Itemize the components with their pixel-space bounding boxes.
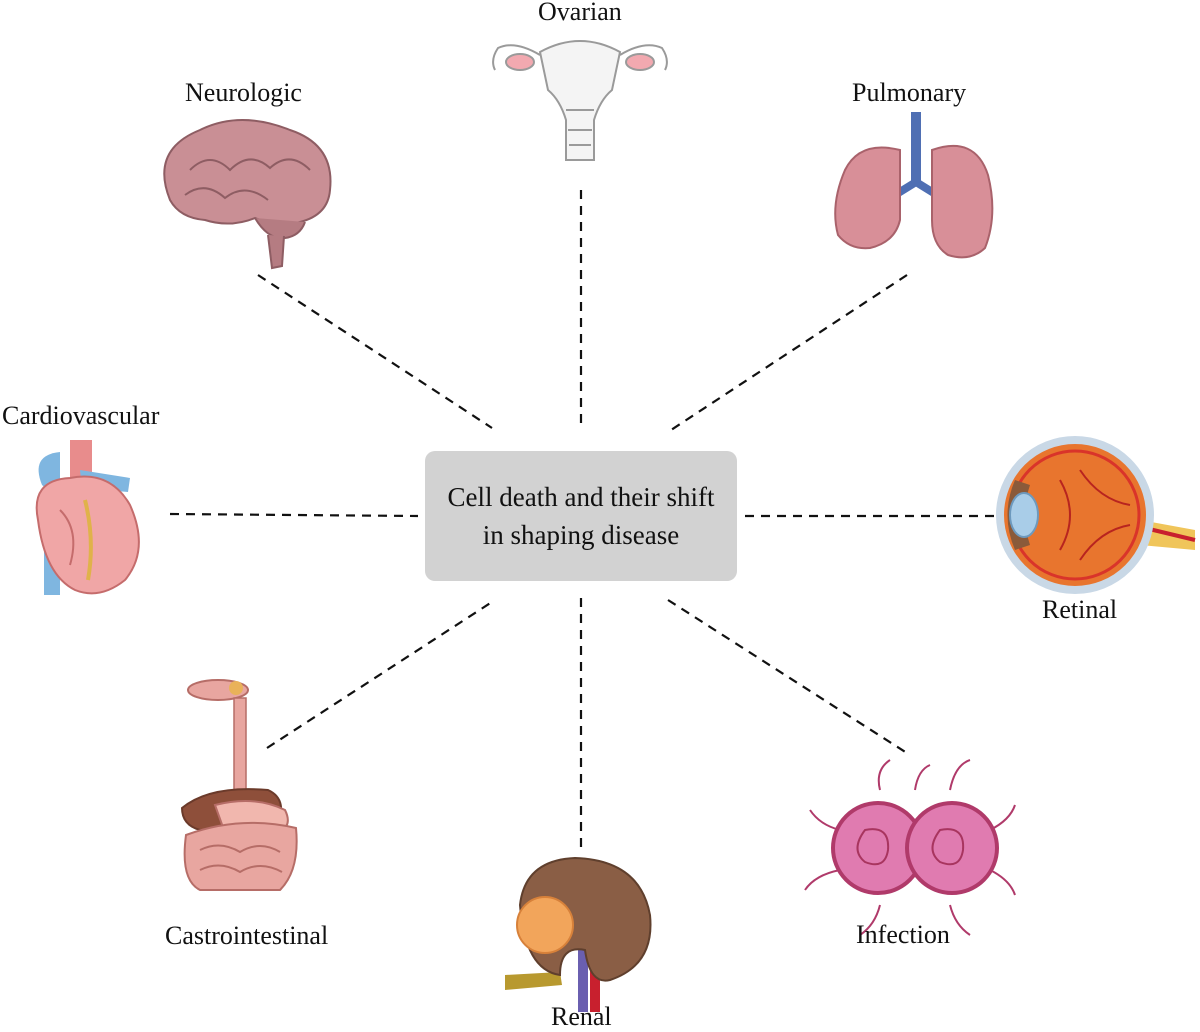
eye-icon	[996, 436, 1196, 594]
connector-cardiovascular	[169, 512, 419, 518]
digestive-system-icon	[180, 679, 298, 891]
center-line-1: Cell death and their shift	[447, 482, 715, 512]
label-pulmonary: Pulmonary	[852, 78, 967, 107]
heart-icon	[35, 440, 140, 595]
connector-lines	[169, 190, 995, 848]
center-concept-box: Cell death and their shift in shaping di…	[425, 451, 737, 581]
connector-infection	[667, 599, 911, 756]
connector-neurologic	[257, 274, 493, 429]
uterus-icon	[492, 40, 668, 161]
brain-icon	[163, 119, 332, 270]
center-line-2: in shaping disease	[482, 520, 680, 550]
label-gastrointestinal: Castrointestinal	[165, 921, 329, 950]
label-neurologic: Neurologic	[185, 78, 302, 107]
connector-gastrointestinal	[266, 599, 496, 749]
label-renal: Renal	[551, 1002, 612, 1031]
label-cardiovascular: Cardiovascular	[2, 401, 160, 430]
lungs-icon	[834, 112, 994, 259]
connector-pulmonary	[667, 274, 908, 433]
bacteria-icon	[804, 759, 1016, 936]
label-ovarian: Ovarian	[538, 0, 622, 26]
label-infection: Infection	[856, 920, 950, 949]
center-concept-text: Cell death and their shift in shaping di…	[448, 478, 715, 554]
label-retinal: Retinal	[1042, 595, 1118, 624]
kidney-icon	[505, 856, 652, 1012]
